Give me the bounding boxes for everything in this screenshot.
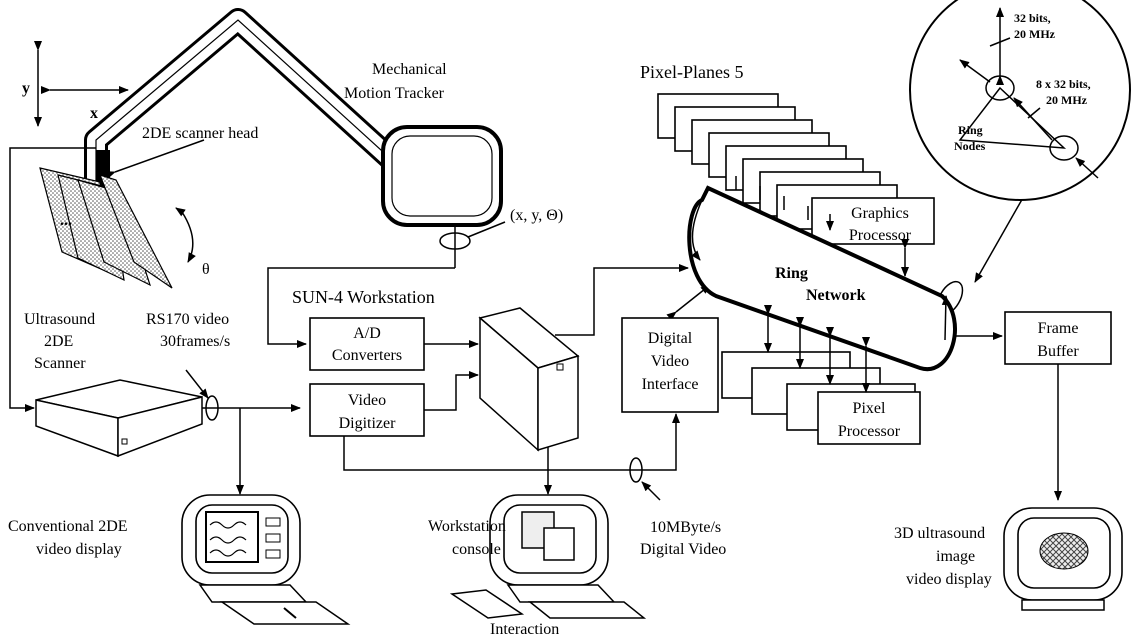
- ultrasound-label-3: Scanner: [34, 355, 86, 372]
- scanner-head: [39, 139, 205, 289]
- ws-console-label-2: console: [452, 541, 501, 558]
- video-digitizer-label-1: Video: [348, 392, 386, 409]
- graphics-processor-stack: [657, 93, 935, 245]
- 3d-display-label-1: 3D ultrasound: [894, 525, 985, 542]
- video-digitizer-box: Video Digitizer: [309, 383, 425, 437]
- frame-buffer-box: Frame Buffer: [1004, 311, 1112, 365]
- digital-video-label-1: 10MByte/s: [650, 519, 721, 536]
- mechanical-arm: [84, 8, 401, 190]
- scanner-head-label: 2DE scanner head: [142, 125, 258, 142]
- workstation-console-monitor: [449, 494, 647, 619]
- ring-nodes-label-1: Ring: [958, 123, 983, 137]
- 3d-display-monitor: [1003, 507, 1123, 611]
- dvi-label-2: Video: [651, 353, 689, 370]
- 3d-display-label-2: image: [936, 548, 975, 565]
- digital-video-label-2: Digital Video: [640, 541, 726, 558]
- rs170-label-2: 30frames/s: [160, 333, 230, 350]
- video-digitizer-label-2: Digitizer: [339, 415, 397, 432]
- workstation-cabinet: [478, 307, 580, 452]
- ring-nodes-label-2: Nodes: [954, 139, 986, 153]
- inset-bits2-label-2: 20 MHz: [1046, 93, 1088, 107]
- tracker-label-1: Mechanical: [372, 61, 447, 78]
- ad-converters-box: A/D Converters: [309, 317, 425, 371]
- rs170-label-1: RS170 video: [146, 311, 229, 328]
- motion-tracker: [381, 125, 506, 268]
- inset-bits2-label-1: 8 x 32 bits,: [1036, 77, 1091, 91]
- xy-axes-icon: y x: [22, 41, 129, 127]
- x-axis-label: x: [90, 105, 98, 122]
- sun-workstation-label: SUN-4 Workstation: [292, 287, 435, 307]
- frame-buffer-label-1: Frame: [1038, 320, 1079, 337]
- signal-wires: [9, 147, 1062, 501]
- ellipsis-label: ...: [60, 212, 72, 229]
- ws-console-label-1: Workstation: [428, 518, 506, 535]
- conv-display-label-2: video display: [36, 541, 122, 558]
- pixel-processor-label-1: Pixel: [853, 400, 886, 417]
- ad-label-1: A/D: [353, 325, 381, 342]
- inset-bits1-label-1: 32 bits,: [1014, 11, 1051, 25]
- pixel-planes-label: Pixel-Planes 5: [640, 62, 744, 82]
- graphics-processor-label-2: Processor: [849, 227, 912, 244]
- ring-network-label-2: Network: [806, 287, 866, 304]
- ultrasound-label-2: 2DE: [44, 333, 73, 350]
- tracker-label-2: Motion Tracker: [344, 85, 445, 102]
- inset-bits1-label-2: 20 MHz: [1014, 27, 1056, 41]
- digital-video-interface-box: Digital Video Interface: [621, 317, 719, 413]
- dvi-label-3: Interface: [642, 376, 699, 393]
- y-axis-label: y: [22, 80, 30, 97]
- ultrasound-label-1: Ultrasound: [24, 311, 95, 328]
- frame-buffer-label-2: Buffer: [1037, 343, 1079, 360]
- ring-network-label-1: Ring: [775, 265, 808, 282]
- dvi-label-1: Digital: [648, 330, 693, 347]
- 3d-display-label-3: video display: [906, 571, 992, 588]
- pixel-processor-label-2: Processor: [838, 423, 901, 440]
- graphics-processor-label-1: Graphics: [851, 205, 909, 222]
- ad-label-2: Converters: [332, 347, 402, 364]
- conventional-display-monitor: [181, 494, 351, 625]
- theta-label: θ: [202, 261, 210, 278]
- coords-label: (x, y, Θ): [510, 207, 563, 224]
- ring-nodes-inset: [909, 0, 1131, 201]
- ultrasound-scanner: [35, 379, 203, 458]
- interaction-label: Interaction: [490, 621, 559, 635]
- conv-display-label-1: Conventional 2DE: [8, 518, 128, 535]
- ring-network: [687, 185, 957, 393]
